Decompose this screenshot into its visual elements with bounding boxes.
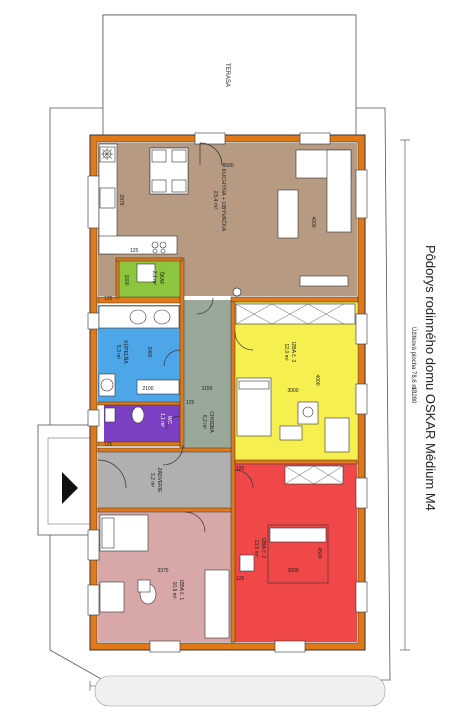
kitchen-furniture bbox=[98, 143, 352, 287]
room-entry bbox=[98, 452, 231, 508]
overall-length-dim: 13280 bbox=[410, 387, 416, 404]
dim-room2-depth: 4500 bbox=[316, 547, 322, 558]
dim-kitchen-left: 2875 bbox=[118, 194, 124, 205]
room2-furniture bbox=[239, 465, 344, 584]
dim-pantry: 1000 bbox=[123, 274, 129, 285]
plan-title: Pôdorys rodinného domu OSKAR Médium M4 bbox=[423, 245, 438, 511]
doors bbox=[97, 142, 254, 533]
plan-subtitle: Úžitková plocha 78,6 m² bbox=[410, 327, 417, 391]
room-label-kitchen: KUCHYŇA + OBÝVAČKA bbox=[220, 169, 227, 232]
dim-kitchen-depth: 4000 bbox=[310, 216, 316, 227]
room-area-2: 13,5 m² bbox=[253, 540, 259, 557]
room-area-hall: 6,2 m² bbox=[201, 415, 207, 430]
room-2 bbox=[234, 462, 357, 642]
dim-hall-width: 1150 bbox=[202, 386, 213, 392]
entrance-arrow bbox=[62, 472, 78, 504]
room-label-wc: WC bbox=[166, 416, 172, 425]
room1-furniture bbox=[99, 514, 230, 639]
dim-wall-4: 125 bbox=[104, 442, 113, 448]
pavement bbox=[94, 675, 386, 707]
room-area-1: 10,9 m² bbox=[171, 582, 177, 599]
room-hall bbox=[183, 300, 231, 462]
room-label-1: IZBA č. 1 bbox=[178, 580, 184, 601]
terrace-label: TERASA bbox=[224, 63, 230, 87]
windows bbox=[87, 132, 368, 653]
room-area-kitchen: 23,4 m² bbox=[212, 191, 218, 210]
room-label-bathroom: KÚPEĽŇA bbox=[122, 340, 129, 364]
dim-wall-2: 125 bbox=[104, 296, 113, 302]
interior-walls bbox=[97, 257, 359, 643]
dim-wall-6: 125 bbox=[236, 576, 245, 582]
terrace bbox=[102, 14, 357, 136]
dim-wall-3: 125 bbox=[186, 400, 195, 406]
room-label-hall: CHODBA bbox=[208, 411, 214, 433]
room-area-3: 12,0 m² bbox=[283, 344, 289, 361]
dim-room3-depth: 4000 bbox=[314, 374, 320, 385]
room-label-pantry: ŠKAF bbox=[158, 271, 165, 284]
bath-fixtures bbox=[98, 263, 180, 424]
dim-room1-width: 3375 bbox=[157, 568, 168, 574]
chimney-icon bbox=[232, 287, 242, 297]
dim-wall-5: 125 bbox=[236, 466, 245, 472]
dim-room3-width: 3000 bbox=[287, 388, 298, 394]
room-label-2: IZBA č. 2 bbox=[260, 538, 266, 559]
room-label-3: IZBA č. 3 bbox=[290, 342, 296, 363]
room-area-pantry: 2,1 m² bbox=[151, 271, 157, 286]
dim-bath-depth: 2400 bbox=[146, 346, 152, 357]
room-area-wc: 1,1 m² bbox=[159, 413, 165, 428]
dim-room2-width: 3000 bbox=[287, 568, 298, 574]
room-label-entry: ZÁDVERIE bbox=[156, 467, 163, 493]
dim-wall-1: 125 bbox=[130, 248, 139, 254]
room3-furniture bbox=[235, 303, 356, 453]
room-area-bathroom: 5,3 m² bbox=[115, 345, 121, 360]
dim-kitchen-width: 6500 bbox=[222, 163, 233, 169]
dim-bath-width: 2100 bbox=[142, 386, 153, 392]
room-area-entry: 3,2 m² bbox=[149, 473, 155, 488]
